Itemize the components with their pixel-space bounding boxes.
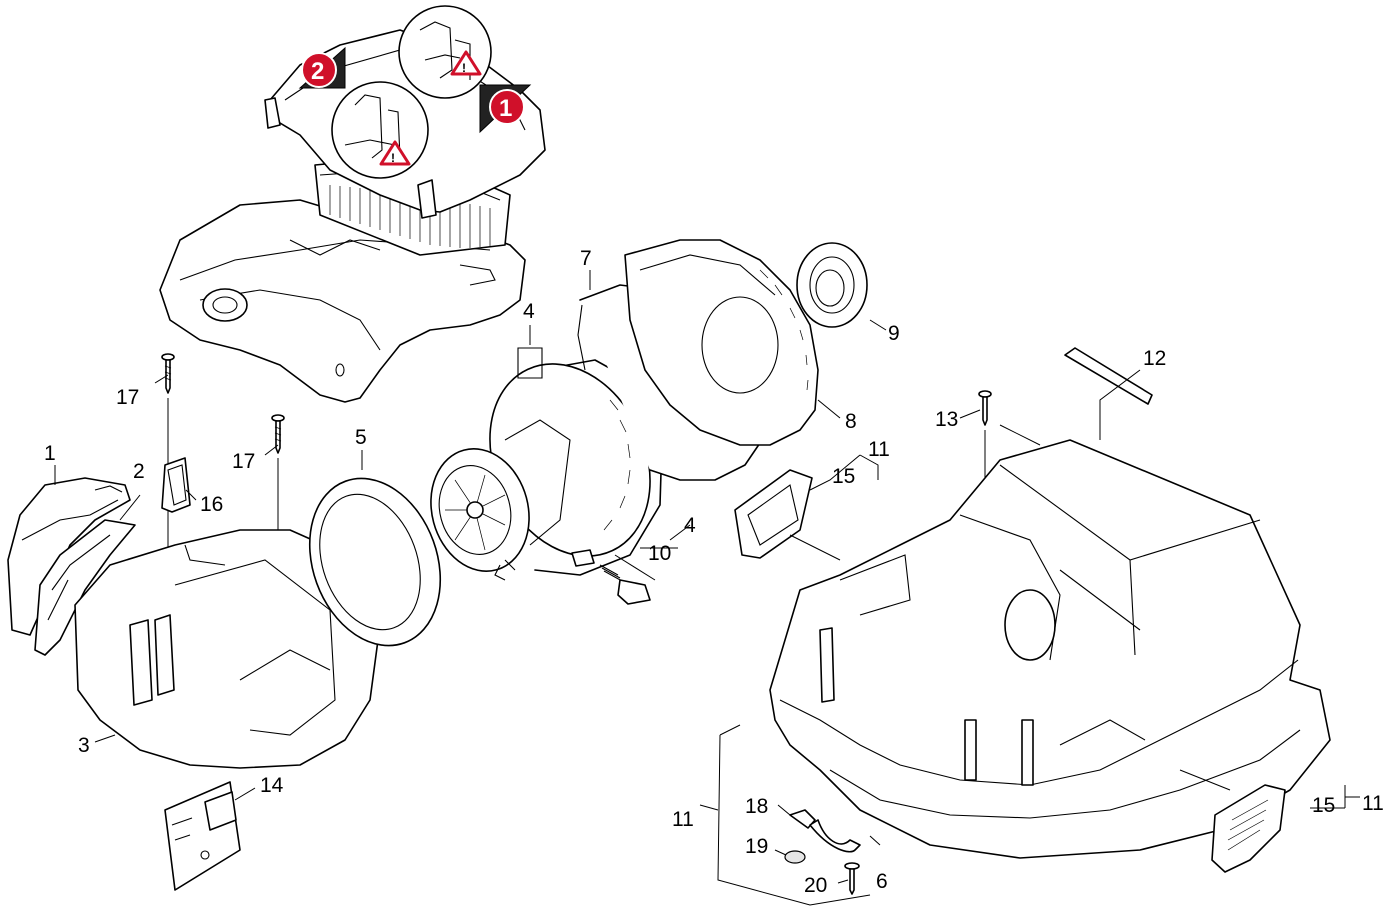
step-2-number: 2 (311, 58, 324, 85)
part-2-frame (34, 519, 136, 656)
screw-17-lower (271, 414, 285, 638)
label-17b: 17 (232, 450, 255, 473)
label-17a: 17 (116, 386, 139, 409)
part-9-ring (796, 242, 868, 328)
part-16-seal (161, 457, 191, 513)
warning-mark: ! (391, 151, 395, 165)
warning-triangle-icon: ! (379, 140, 411, 166)
warning-triangle-icon: ! (450, 50, 482, 76)
label-14: 14 (260, 774, 284, 797)
label-20: 20 (804, 874, 827, 897)
part-8-cover (624, 239, 819, 446)
label-4b: 4 (684, 514, 696, 537)
part-14-board (164, 781, 241, 891)
label-2: 2 (133, 460, 145, 483)
detail-circle-upper (398, 5, 492, 99)
motor (430, 359, 663, 581)
label-1: 1 (44, 442, 56, 465)
step-marker-1: 1 (479, 84, 532, 134)
part-3-motor-housing (74, 529, 379, 769)
part-15-grip (734, 469, 813, 559)
parts-18-20-hardware (784, 809, 861, 895)
part-number-labels: 1 2 3 4 4 5 6 7 8 9 10 11 11 11 12 13 14… (44, 247, 1384, 897)
label-3: 3 (78, 734, 90, 757)
label-15a: 15 (832, 465, 855, 488)
part-5-ring (308, 477, 442, 647)
part-4-placeholder (517, 347, 543, 379)
part-12-strip (1064, 347, 1153, 405)
label-16: 16 (200, 493, 223, 516)
label-9: 9 (888, 322, 900, 345)
label-15b: 15 (1312, 794, 1335, 817)
label-11b: 11 (1362, 792, 1384, 815)
label-4a: 4 (523, 300, 535, 323)
part-15-rear-grip (1211, 784, 1286, 873)
label-7: 7 (580, 247, 592, 270)
label-11c: 11 (672, 808, 694, 831)
brush-parts (571, 549, 651, 605)
part-6-base (769, 439, 1331, 859)
label-18: 18 (745, 795, 768, 818)
label-13: 13 (935, 408, 958, 431)
label-19: 19 (745, 835, 768, 858)
warning-mark: ! (462, 61, 466, 75)
label-10: 10 (648, 542, 671, 565)
leader-lines (54, 270, 1360, 906)
label-6: 6 (876, 870, 888, 893)
step-1-number: 1 (499, 95, 512, 122)
label-11a: 11 (868, 438, 890, 461)
step-marker-2: 2 (298, 46, 346, 89)
label-8: 8 (845, 410, 857, 433)
label-5: 5 (355, 426, 367, 449)
label-12: 12 (1143, 347, 1166, 370)
